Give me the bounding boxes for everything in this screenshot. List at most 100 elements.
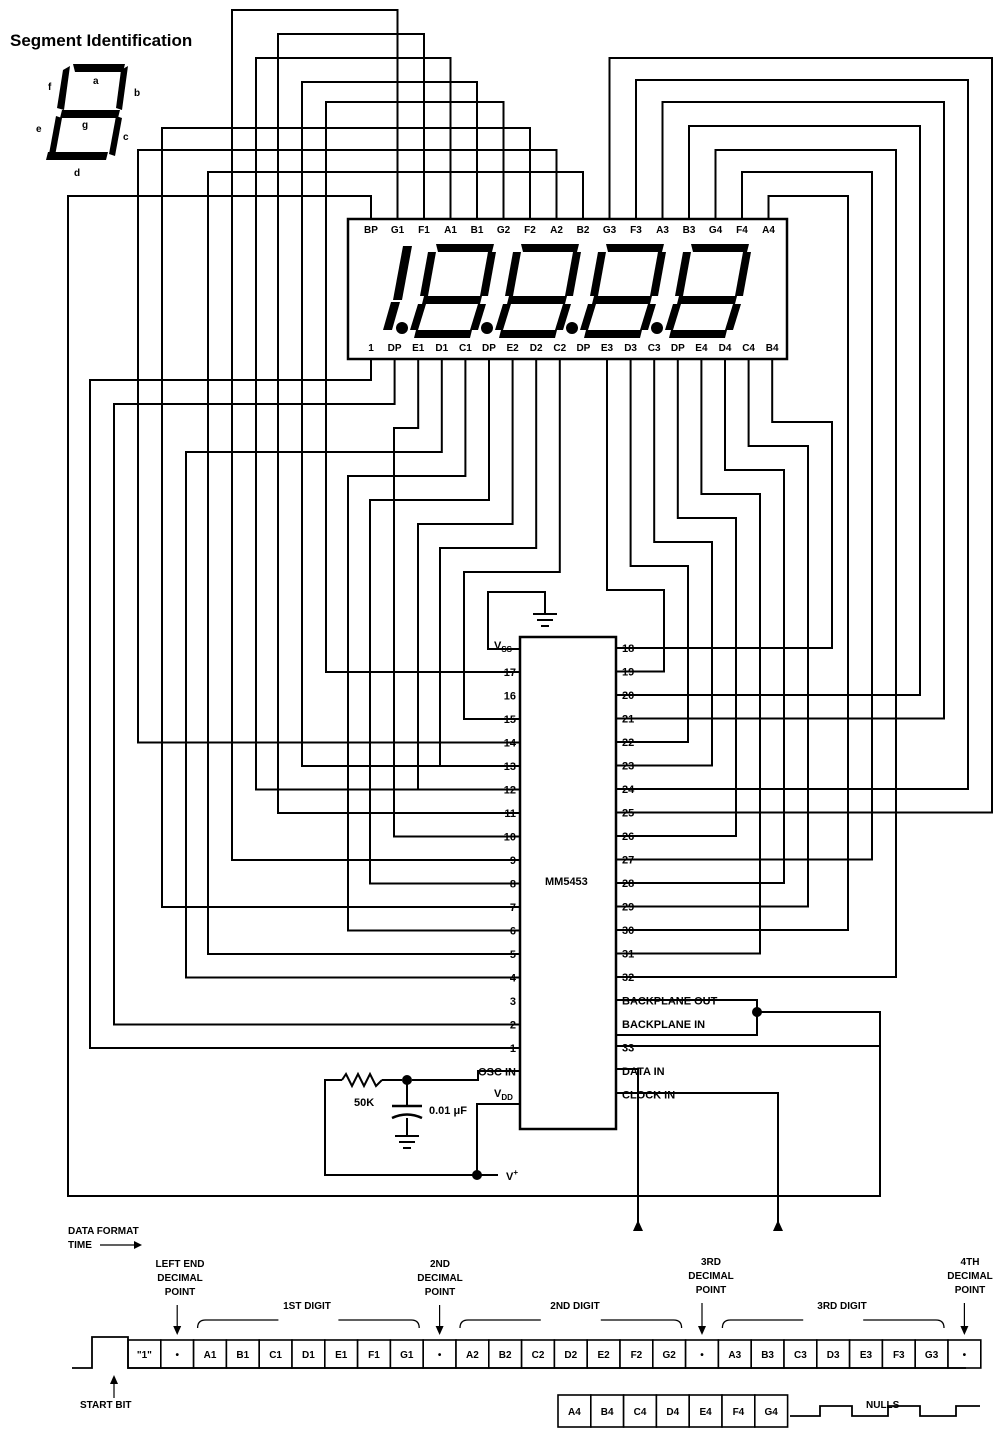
chip-right-pin-4: 21 [622,714,634,726]
chip-left-pin-16: 2 [510,1020,516,1032]
wire-top-right [608,57,993,814]
format-cell-label: D3 [827,1350,840,1361]
format-cell-label: C1 [269,1350,282,1361]
header-2nd-dp: 2ND [430,1259,450,1270]
format-cell-label: A3 [728,1350,741,1361]
chip-left-pin-9: 9 [510,855,516,867]
digit-segment [521,244,579,252]
data-format-title: DATA FORMAT [68,1226,139,1237]
display-bottom-pin-5: C1 [459,343,472,354]
format-cell [356,1339,392,1369]
chip-right-pin-9: 26 [622,831,634,843]
display-bottom-pin-13: C3 [648,343,661,354]
format-cell-label: A2 [466,1350,479,1361]
wire-bottom-left [113,359,520,1026]
wire-backplane [67,195,881,1197]
data-format-headers: LEFT ENDDECIMALPOINT2NDDECIMALPOINT3RDDE… [156,1257,993,1335]
wire-top-right [616,101,945,720]
display-top-pin-f2: F2 [524,225,536,236]
display-digit-1 [396,244,496,338]
display-digit-2 [481,244,581,338]
format-cell [589,1394,625,1428]
decimal-point [396,322,408,334]
chip-left-pin-1: 17 [504,667,516,679]
wire-top-left [301,81,520,767]
digit-brace [196,1319,420,1329]
junction-dot [402,1075,412,1085]
format-cell [291,1339,326,1369]
format-cell-label: G4 [765,1407,779,1418]
digit-segment [725,304,741,330]
display-top-pin-f3: F3 [630,225,642,236]
vplus-junction [472,1170,482,1180]
chip-right-pin-10: 27 [622,855,634,867]
wire-top-left [231,9,520,861]
start-bit-label: START BIT [80,1400,131,1411]
digit-brace [459,1319,683,1329]
display-top-pin-g1: G1 [391,225,405,236]
chip-right-pin-14: 31 [622,949,634,961]
chip-left-pin-11: 7 [510,902,516,914]
dp-pointer-head [960,1326,969,1335]
display-bottom-pin-18: B4 [766,343,779,354]
segment-letter-d: d [74,168,80,179]
decimal-point [481,322,493,334]
start-bit-arrowhead [110,1375,118,1384]
display-digit-3 [566,244,666,338]
chip-right-pin-6: 23 [622,761,634,773]
capacitor-001uf [391,1104,423,1120]
wire-bottom-right [616,359,761,955]
format-cell-label: • [963,1350,967,1361]
display-digits [383,244,751,338]
display-bottom-pin-2: DP [388,343,402,354]
format-cell-label: D1 [302,1350,315,1361]
segment-letter-c: c [123,132,129,143]
nulls-label: NULLS [866,1400,900,1411]
format-cell [455,1339,490,1369]
chip-right-pin-1: 18 [622,643,634,655]
segment-letter-b: b [134,88,140,99]
digit-segment [691,244,749,252]
header-3rd-dp: 3RD [701,1257,721,1268]
chip-right-pin-20: CLOCK IN [622,1090,675,1102]
chip-right-pin-8: 25 [622,808,634,820]
display-bottom-pin-8: D2 [530,343,543,354]
wire-bottom-left [369,359,520,885]
wire-top-right [616,125,921,696]
display-top-pin-g4: G4 [709,225,723,236]
chip-left-pin-6: 12 [504,785,516,797]
display-top-pin-f1: F1 [418,225,430,236]
display-top-pin-f4: F4 [736,225,748,236]
display-top-pin-b2: B2 [577,225,590,236]
wire-top-left [161,127,531,908]
leading-one-bottom [383,302,400,330]
digit-brace [721,1319,945,1329]
format-cell-label: F3 [893,1350,905,1361]
display-top-pin-a2: A2 [550,225,563,236]
ground-symbol-vss [533,613,557,627]
digit-segment [499,330,557,338]
format-cell-label: F4 [733,1407,745,1418]
leading-one-top [393,246,412,300]
format-cell-label: A4 [568,1407,581,1418]
chip-left-pin-7: 11 [504,808,516,820]
digit-segment [480,252,496,296]
header-3rd-dp: POINT [696,1285,727,1296]
digit-segment [410,304,426,330]
display-bottom-pin-3: E1 [412,343,425,354]
display-bottom-pin-4: D1 [435,343,448,354]
wire-top-left [325,101,520,673]
digit-segment [640,304,656,330]
wire-bottom-right [606,359,665,673]
digit-segment [470,304,486,330]
data-format-braces [196,1319,945,1329]
format-cell-label: G1 [400,1350,414,1361]
wire-top-right [616,171,873,861]
display-bottom-pin-15: E4 [695,343,708,354]
capacitor-label: 0.01 μF [429,1105,467,1117]
format-cell-label: • [700,1350,704,1361]
wiring [67,9,993,1222]
